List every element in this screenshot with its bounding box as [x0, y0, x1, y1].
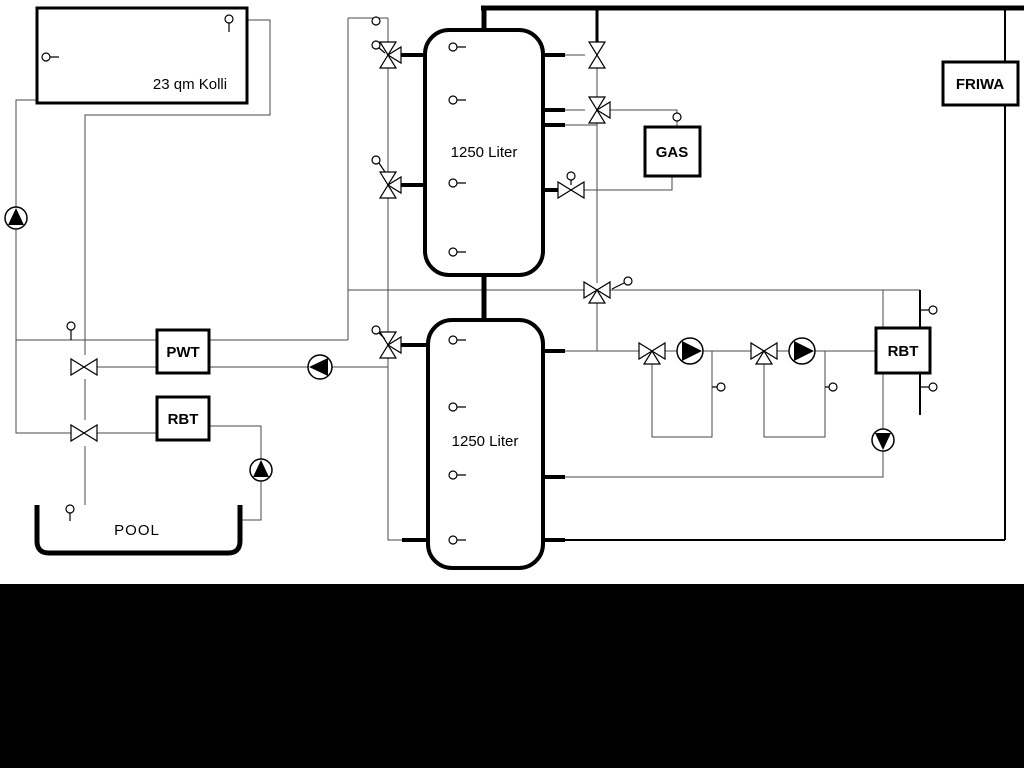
temp-sensor-icon [66, 321, 76, 331]
gas-boiler-box [643, 125, 702, 178]
pwt-box [155, 328, 211, 375]
temp-sensor-icon [448, 178, 458, 188]
temp-sensor-icon [371, 40, 381, 50]
pipe-circuit1-loop [651, 351, 713, 438]
pipe-rbt-pool [209, 425, 262, 521]
rbt-right-box [874, 326, 932, 375]
temp-sensor-icon [448, 247, 458, 257]
pipe-collector-supply [84, 19, 271, 355]
temp-sensors [41, 14, 938, 545]
rbt-right-label: RBT [888, 343, 919, 360]
temp-sensor-icon [371, 325, 381, 335]
pipe-rbt2-return [565, 373, 884, 478]
valve-tank2-upper-icon [378, 331, 402, 359]
pipe-tank1-port-mid [565, 109, 597, 126]
friwa-label: FRIWA [956, 76, 1004, 93]
pipe-valve-column [387, 18, 402, 541]
temp-sensor-icon [371, 155, 381, 165]
pump-solar-icon [4, 206, 28, 230]
bottom-mask [0, 584, 1024, 768]
valve-dhw-icon [587, 41, 607, 69]
temp-sensor-icon [716, 382, 726, 392]
temp-sensor-icon [224, 14, 234, 24]
valve-circuit1-icon [638, 341, 666, 365]
tank-top-label: 1250 Liter [451, 144, 518, 161]
pool-shape [34, 505, 243, 556]
pwt-label: PWT [166, 344, 199, 361]
valves [70, 41, 778, 443]
pipe-collector-return [15, 99, 71, 434]
gas-label: GAS [656, 144, 689, 161]
pump-circuit1-icon [676, 337, 704, 365]
valve-solar-supply-icon [70, 357, 98, 377]
friwa-box [941, 60, 1020, 107]
temp-sensor-icon [672, 112, 682, 122]
rbt-left-label: RBT [168, 411, 199, 428]
pool-label: POOL [114, 522, 160, 539]
valve-gas-return-icon [557, 180, 585, 200]
tank1-right-ports [543, 53, 565, 192]
pipe-gas-feed [609, 109, 678, 127]
temp-sensor-icon [623, 276, 633, 286]
pipe-riser-left [347, 17, 388, 340]
pipe-friwa-return [565, 105, 1006, 541]
buffer-tank-bottom [426, 318, 545, 570]
pipe-circuit2-loop [763, 351, 826, 438]
tank2-left-ports [400, 343, 430, 542]
valve-boiler-icon [587, 96, 611, 124]
hydraulic-schematic: 23 qm Kolli 1250 Liter 1250 Liter PWT RB… [4, 5, 1024, 570]
temp-sensor-icon [448, 535, 458, 545]
rbt-left-box [155, 395, 211, 442]
temp-sensor-icon [65, 504, 75, 514]
tank2-right-ports [543, 349, 565, 542]
main-pipes [400, 5, 1024, 542]
temp-sensor-icon [371, 16, 381, 26]
temp-sensor-icon [448, 42, 458, 52]
collector-box [35, 6, 249, 105]
pipe-gas-return [583, 176, 673, 191]
temp-sensor-icon [448, 470, 458, 480]
pump-rbt-icon [871, 428, 895, 452]
valve-tank1-mid-icon [378, 171, 402, 199]
valve-heating-supply-icon [583, 280, 611, 304]
temp-sensor-icon [41, 52, 51, 62]
temp-sensor-icon [448, 335, 458, 345]
valve-pool-return-icon [70, 423, 98, 443]
valve-tank1-upper-icon [378, 41, 402, 69]
pump-pool-icon [249, 458, 273, 482]
pumps [4, 206, 895, 482]
pump-charge-icon [307, 354, 333, 380]
temp-sensor-icon [928, 305, 938, 315]
temp-sensor-icon [448, 95, 458, 105]
temp-sensor-icon [828, 382, 838, 392]
temp-sensor-icon [448, 402, 458, 412]
collector-label: 23 qm Kolli [153, 76, 227, 93]
tank1-left-ports [400, 53, 427, 187]
buffer-tank-top [423, 28, 545, 277]
temp-sensor-icon [566, 171, 576, 181]
tank-bottom-label: 1250 Liter [452, 433, 519, 450]
pump-circuit2-icon [788, 337, 816, 365]
temp-sensor-icon [928, 382, 938, 392]
valve-circuit2-icon [750, 341, 778, 365]
